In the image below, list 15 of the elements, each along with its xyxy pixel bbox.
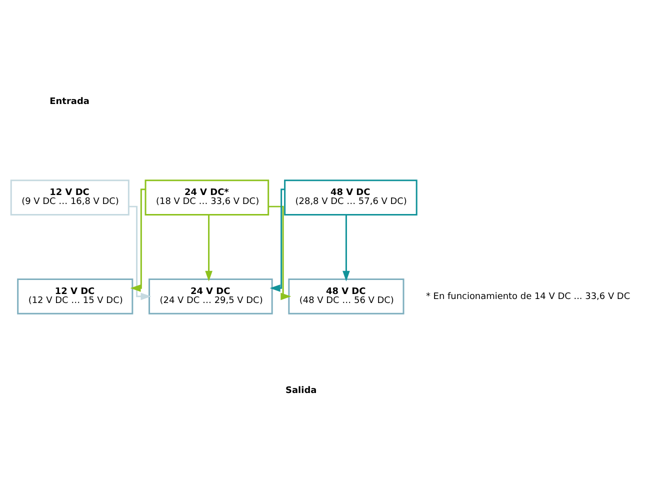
label: Salida: [286, 386, 317, 396]
node-box: 12 V DC (12 V DC … 15 V DC): [17, 278, 134, 314]
node-box: 24 V DC (24 V DC … 29,5 V DC): [148, 278, 273, 314]
node-box: 12 V DC (9 V DC … 16,8 V DC): [10, 180, 130, 216]
label: Entrada: [50, 97, 90, 108]
arrow: [270, 188, 285, 292]
arrow: [342, 215, 350, 282]
node-box: 48 V DC (28,8 V DC … 57,6 V DC): [284, 180, 418, 216]
arrow: [205, 215, 212, 282]
label: * En funcionamiento de 14 V DC ... 33,6 V DC: [426, 292, 630, 302]
arrow: [130, 188, 146, 292]
node-box: 24 V DC* (18 V DC … 33,6 V DC): [144, 180, 270, 216]
arrow: [268, 206, 292, 300]
arrow: [128, 206, 152, 300]
node-box: 48 V DC (48 V DC … 56 V DC): [288, 278, 404, 314]
